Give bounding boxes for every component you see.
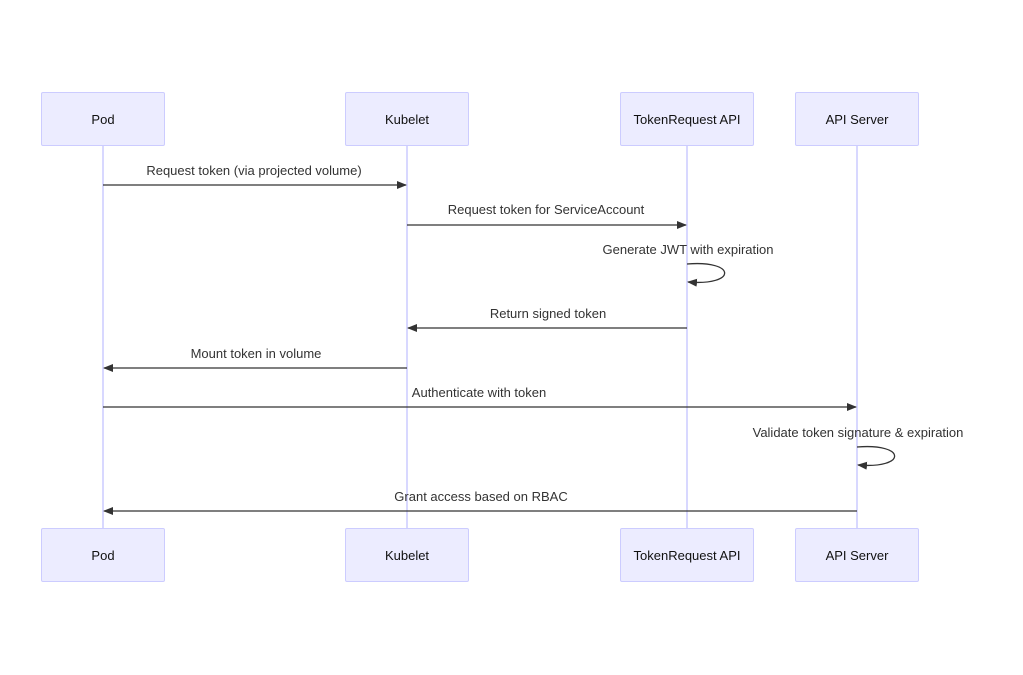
message-label: Request token (via projected volume) xyxy=(146,163,362,178)
actor-pod-top: Pod xyxy=(41,92,165,146)
actor-tokenrequest-api-top: TokenRequest API xyxy=(620,92,754,146)
actor-label: Kubelet xyxy=(384,547,430,563)
actor-kubelet-top: Kubelet xyxy=(345,92,469,146)
message-label: Authenticate with token xyxy=(411,385,547,400)
message-label: Grant access based on RBAC xyxy=(394,489,568,504)
message-label: Return signed token xyxy=(489,306,607,321)
actor-label: TokenRequest API xyxy=(633,547,741,563)
actor-label: API Server xyxy=(825,547,889,563)
actor-label: TokenRequest API xyxy=(633,111,741,127)
self-message-arrow xyxy=(686,262,726,287)
actor-tokenrequest-api-bottom: TokenRequest API xyxy=(620,528,754,582)
actor-label: API Server xyxy=(825,111,889,127)
actor-api-server-top: API Server xyxy=(795,92,919,146)
message-label: Validate token signature & expiration xyxy=(752,425,964,440)
message-label: Generate JWT with expiration xyxy=(602,242,774,257)
self-message-arrow xyxy=(856,445,896,470)
actor-api-server-bottom: API Server xyxy=(795,528,919,582)
actor-kubelet-bottom: Kubelet xyxy=(345,528,469,582)
actor-label: Kubelet xyxy=(384,111,430,127)
message-label: Request token for ServiceAccount xyxy=(447,202,645,217)
actor-pod-bottom: Pod xyxy=(41,528,165,582)
message-label: Mount token in volume xyxy=(190,346,322,361)
actor-label: Pod xyxy=(91,547,115,563)
actor-label: Pod xyxy=(91,111,115,127)
